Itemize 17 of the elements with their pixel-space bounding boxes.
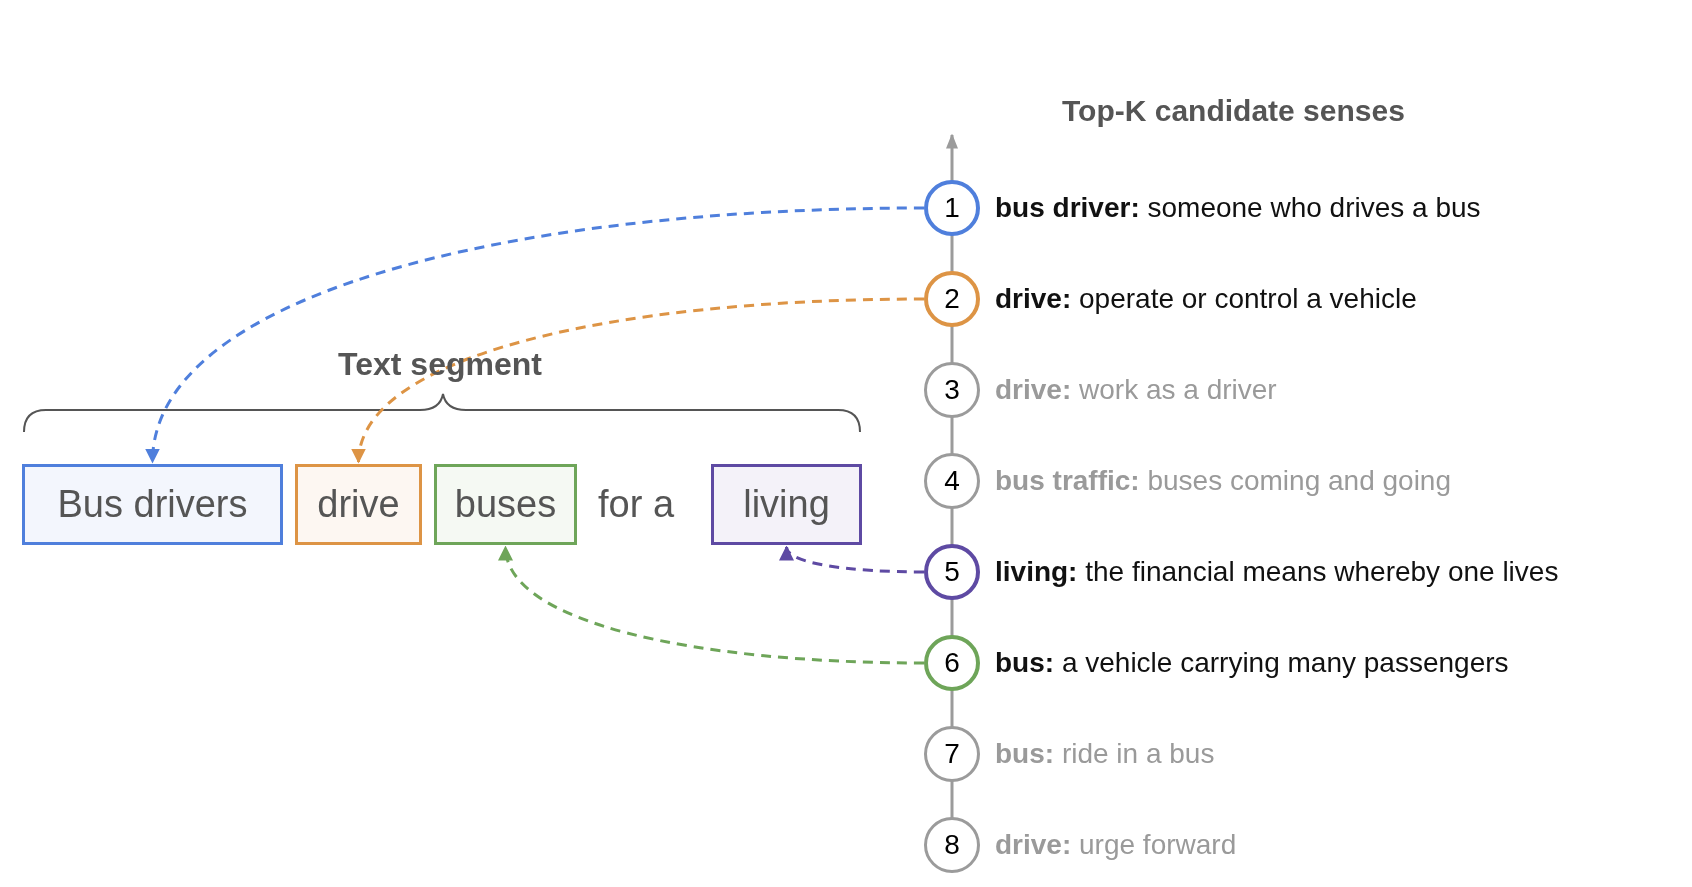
- sense-definition: bus: ride in a bus: [995, 736, 1215, 771]
- sense-definition: bus: a vehicle carrying many passengers: [995, 645, 1509, 680]
- sense-definition: drive: urge forward: [995, 827, 1237, 862]
- dashed-arrow: [147, 206, 925, 464]
- sense-definition: bus traffic: buses coming and going: [995, 463, 1451, 498]
- sense-definition: bus driver: someone who drives a bus: [995, 190, 1481, 225]
- sense-definition: drive: work as a driver: [995, 372, 1277, 407]
- sense-definition: living: the financial means whereby one lives: [995, 554, 1559, 589]
- word-box: buses: [434, 464, 577, 545]
- dashed-arrow: [353, 297, 925, 464]
- axis-title: Top-K candidate senses: [1062, 93, 1405, 129]
- sense-definition: drive: operate or control a vehicle: [995, 281, 1417, 316]
- word-box: drive: [295, 464, 422, 545]
- dashed-arrow: [500, 545, 925, 665]
- plain-words: for a: [598, 482, 675, 527]
- word-box: living: [711, 464, 862, 545]
- word-box: Bus drivers: [22, 464, 283, 545]
